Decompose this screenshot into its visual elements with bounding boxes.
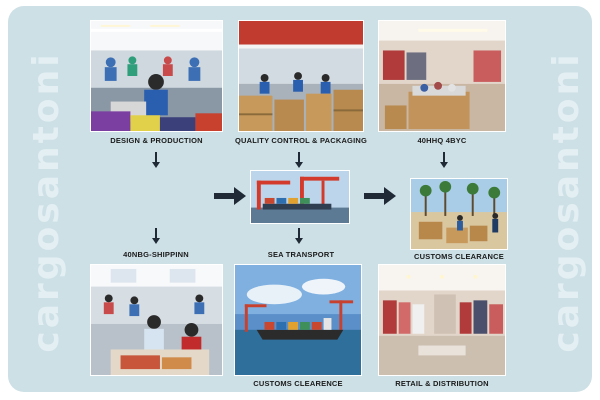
arrow-down-design [152,152,160,168]
caption-shipping: 40NBG-SHIPPINN [123,250,189,259]
caption-design-production: DESIGN & PRODUCTION [110,136,203,145]
arrow-down-sea [295,228,303,244]
arrow-down-shipping [152,228,160,244]
svg-text:cargosantoni: cargosantoni [548,51,587,352]
photo-design-production [90,20,223,132]
photo-sea-transport [234,264,362,376]
watermark-left: cargosantoni [28,51,67,352]
photo-quality-packaging [238,20,364,132]
arrow-down-stage3 [440,152,448,168]
caption-stage-3: 40ΗHQ 4BYC [417,136,467,145]
photo-retail-distribution [378,264,506,376]
caption-retail-distribution: RETAIL & DISTRIBUTION [395,379,489,388]
photo-sewing-workers [90,264,223,376]
watermark-right: cargosantoni [548,51,587,352]
photo-customs-outdoor [410,178,508,250]
caption-quality-packaging: QUALITY CONTROL & PACKAGING [234,136,368,145]
caption-customs-clearence: CUSTOMS CLEARENCE [253,379,343,388]
photo-port-cranes [250,170,350,224]
arrow-right-left [214,187,246,205]
arrow-right-right [364,187,396,205]
arrow-down-quality [295,152,303,168]
caption-sea-transport: SEA TRANSPORT [267,250,335,259]
svg-text:cargosantoni: cargosantoni [28,51,67,352]
photo-stage-3 [378,20,506,132]
diagram-panel: cargosantoni cargosantoni [8,6,592,392]
caption-customs-clearance: CUSTOMS CLEARANCE [414,252,504,261]
